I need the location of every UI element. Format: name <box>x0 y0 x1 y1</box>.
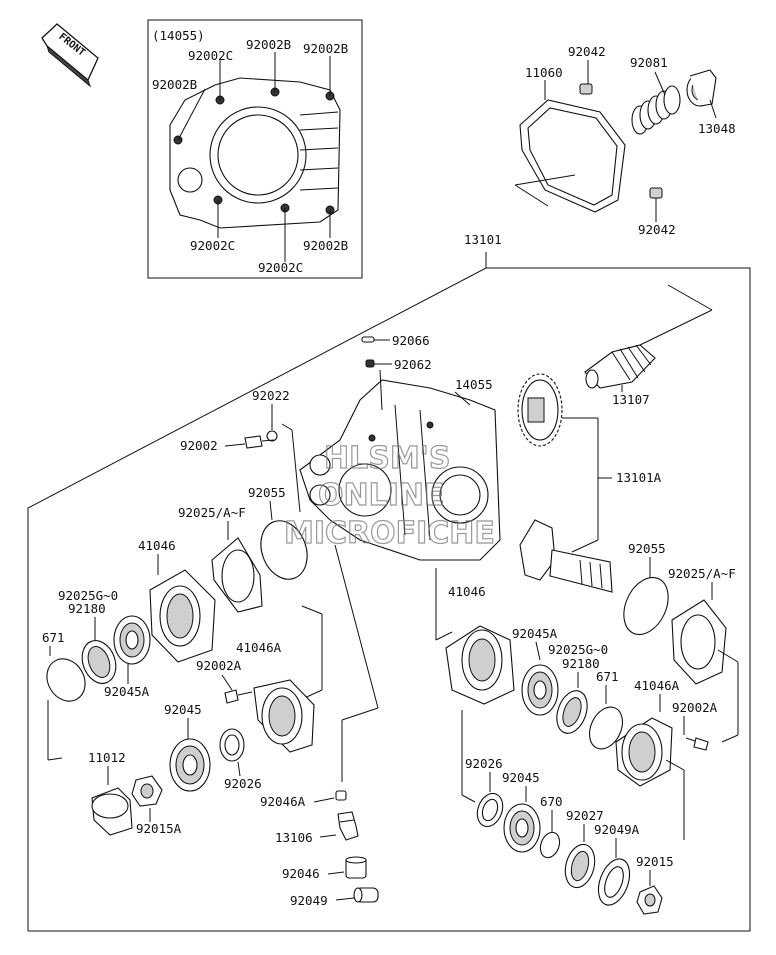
label-41046-r: 41046 <box>448 584 486 599</box>
label-41046-l: 41046 <box>138 538 176 553</box>
front-direction-badge: FRONT <box>41 23 99 88</box>
label-92066: 92066 <box>392 333 430 348</box>
watermark: HLSM'S ONLINE MICROFICHE <box>283 440 495 551</box>
center-pin-parts: 92046A 13106 92046 92049 <box>260 544 379 908</box>
label-13101: 13101 <box>464 232 502 247</box>
label-13048: 13048 <box>698 121 736 136</box>
label-inset-92002c-a: 92002C <box>188 48 233 63</box>
watermark-line-1: HLSM'S <box>324 441 450 476</box>
label-11012: 11012 <box>88 750 126 765</box>
label-inset-92002b-c: 92002B <box>152 77 197 92</box>
label-92045-l: 92045 <box>164 702 202 717</box>
label-671-l: 671 <box>42 630 65 645</box>
label-92045-r: 92045 <box>502 770 540 785</box>
label-671-r: 671 <box>596 669 619 684</box>
label-92046: 92046 <box>282 866 320 881</box>
differential-housing: 14055 <box>299 369 501 561</box>
label-14055: 14055 <box>455 377 493 392</box>
label-13101a: 13101A <box>616 470 662 485</box>
label-92026-l: 92026 <box>224 776 262 791</box>
plugs-and-bolts: 92066 92062 92022 92002 <box>180 333 432 513</box>
label-92026-r: 92026 <box>465 756 503 771</box>
right-side-parts: 92055 92025/A~F 41046 92045A 92025G~0 92… <box>435 541 739 915</box>
label-92025af-r: 92025/A~F <box>668 566 736 581</box>
left-side-parts: 92025/A~F 92055 41046 92025G~0 92180 671… <box>42 485 323 836</box>
label-92022: 92022 <box>252 388 290 403</box>
inset-title: (14055) <box>152 28 205 43</box>
label-inset-92002b-b: 92002B <box>303 41 348 56</box>
label-92045a-r: 92045A <box>512 626 558 641</box>
label-92015a: 92015A <box>136 821 182 836</box>
ring-gear-assembly: 13101A <box>517 373 662 593</box>
label-92062: 92062 <box>394 357 432 372</box>
label-92002a-l: 92002A <box>196 658 242 673</box>
label-92180-r: 92180 <box>562 656 600 671</box>
label-92002a-r: 92002A <box>672 700 718 715</box>
label-92042-top: 92042 <box>568 44 606 59</box>
label-11060: 11060 <box>525 65 563 80</box>
label-13106: 13106 <box>275 830 313 845</box>
label-92046a: 92046A <box>260 794 306 809</box>
label-92025af-l: 92025/A~F <box>178 505 246 520</box>
label-670: 670 <box>540 794 563 809</box>
label-92055-r: 92055 <box>628 541 666 556</box>
label-92027: 92027 <box>566 808 604 823</box>
label-92045a-l: 92045A <box>104 684 150 699</box>
label-92049: 92049 <box>290 893 328 908</box>
label-92002: 92002 <box>180 438 218 453</box>
label-92025g0-l: 92025G~0 <box>58 588 118 603</box>
watermark-line-2: ONLINE <box>318 478 445 513</box>
label-92055-l: 92055 <box>248 485 286 500</box>
cover-group: 92042 11060 92081 13048 92042 <box>514 44 736 237</box>
label-92015: 92015 <box>636 854 674 869</box>
inset-housing-view: (14055) 92002C 92002B 92002B 92002B 9200… <box>147 19 363 279</box>
label-41046a-l: 41046A <box>236 640 282 655</box>
label-inset-92002b-d: 92002B <box>303 238 348 253</box>
label-41046a-r: 41046A <box>634 678 680 693</box>
pinion-shaft: 13107 <box>584 284 713 407</box>
watermark-line-3: MICROFICHE <box>284 516 495 551</box>
label-inset-92002b-a: 92002B <box>246 37 291 52</box>
assembly-outline: 13101 <box>27 232 751 932</box>
label-13107: 13107 <box>612 392 650 407</box>
label-92025g0-r: 92025G~0 <box>548 642 608 657</box>
label-inset-92002c-c: 92002C <box>258 260 303 275</box>
label-92049a: 92049A <box>594 822 640 837</box>
label-inset-92002c-b: 92002C <box>190 238 235 253</box>
label-92081: 92081 <box>630 55 668 70</box>
label-92180-l: 92180 <box>68 601 106 616</box>
label-92042-bot: 92042 <box>638 222 676 237</box>
